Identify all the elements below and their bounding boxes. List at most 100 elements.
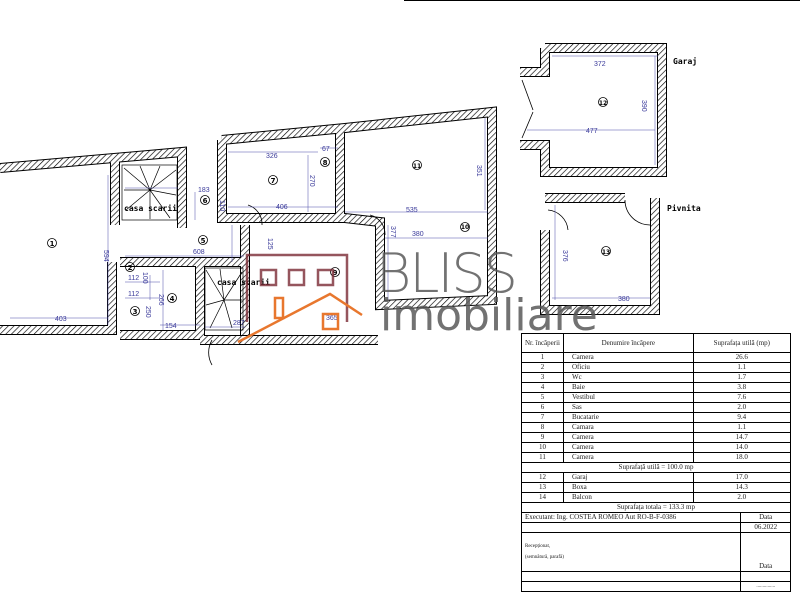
row-name: Camera [563,352,694,363]
watermark-logo: BLISS imobiliare [237,242,598,344]
dim-label: 376 [561,250,568,262]
area-table: Nr. încăperii Denumire încăpere Suprafaț… [520,333,792,592]
row-nr: 1 [521,352,564,363]
row-name: Wc [563,372,694,383]
receptionat: Recepționat, [525,544,551,549]
row-name: Sas [563,402,694,413]
row-area: 14.0 [692,442,792,453]
dim-label: 535 [406,207,418,214]
walls [0,43,667,366]
room-number: 2 [128,264,133,272]
row-name: Boxa [563,482,694,493]
row-nr: 10 [521,442,564,453]
blank-cell [520,522,742,533]
dim-label: 250 [144,306,151,318]
row-area: 1.1 [692,422,792,433]
row-nr: 4 [521,382,564,393]
dim-label: 112 [128,291,139,298]
subtotal: Suprafață utilă = 100.0 mp [521,462,791,473]
dim-label: 406 [276,204,288,211]
row-name: Camara [563,422,694,433]
dim-label: 403 [55,316,67,323]
row-nr: 2 [521,362,564,373]
row-area: 2.0 [692,492,792,503]
room-number: 1 [50,240,55,248]
dim-label: 365 [326,315,338,322]
row-nr: 12 [521,472,564,483]
dim-label: 372 [594,61,606,68]
top-border-line [404,0,800,1]
row-area: 14.7 [692,432,792,443]
row-name: Garaj [563,472,694,483]
stair-label: casa scarii [217,277,270,287]
row-nr: 9 [521,432,564,443]
row-area: 18.0 [692,452,792,463]
dim-label: 110 [218,200,225,211]
row-nr: 5 [521,392,564,403]
row-area: 1.1 [692,362,792,373]
row-area: 2.0 [692,402,792,413]
row-area: 3.8 [692,382,792,393]
receptionat-cell: Recepționat, (semnătură, parafă) [520,532,742,572]
row-name: Balcon [563,492,694,503]
row-name: Baie [563,382,694,393]
garage-label: Garaj [673,56,697,66]
cellar-label: Pivnita [667,203,701,213]
row-area: 17.0 [692,472,792,483]
row-name: Camera [563,442,694,453]
signature-note: (semnătură, parafă) [525,555,564,560]
row-name: Camera [563,432,694,443]
dimension-lines [10,55,658,330]
dim-label: 594 [102,250,109,262]
data-label-2: Data [740,532,791,572]
room-numbers [47,97,611,316]
room-number: 10 [461,224,469,231]
dim-label: 67 [322,146,330,153]
blank-cell [740,571,791,582]
row-nr: 11 [521,452,564,463]
room-number: 13 [602,249,610,256]
room-number: 12 [599,100,607,107]
row-name: Bucatarie [563,412,694,423]
executant: Executant: Ing. COSTEA ROMEO Aut RO-B-F-… [520,512,742,523]
dim-label: 287 [233,320,245,327]
dimension-labels: 403 594 183 110 608 112 112 100 266 250 … [55,61,647,330]
data-label: Data [740,512,791,523]
dim-label: 608 [193,249,205,256]
room-number: 6 [203,197,208,205]
header-area: Suprafața utilă (mp) [692,333,792,353]
row-nr: 13 [521,482,564,493]
stair-label: casa scarii [124,203,177,213]
watermark-imobiliare: imobiliare [380,290,598,341]
room-number: 9 [333,269,338,277]
row-nr: 7 [521,412,564,423]
row-nr: 3 [521,372,564,383]
dim-label: 112 [128,275,139,282]
dim-label: 477 [586,128,598,135]
room-number: 3 [133,308,138,316]
room-number: 7 [271,177,276,185]
blank-cell [520,571,742,582]
dim-label: 326 [266,153,278,160]
dim-label: 183 [198,187,210,194]
dim-label: 100 [141,272,148,284]
dim-label: 154 [165,323,177,330]
dim-label: 351 [475,165,482,177]
row-area: 26.6 [692,352,792,363]
date: 06.2022 [740,522,791,533]
header-name: Denumire încăpere [563,333,694,353]
dim-label: 266 [157,294,164,306]
room-number: 5 [201,237,206,245]
